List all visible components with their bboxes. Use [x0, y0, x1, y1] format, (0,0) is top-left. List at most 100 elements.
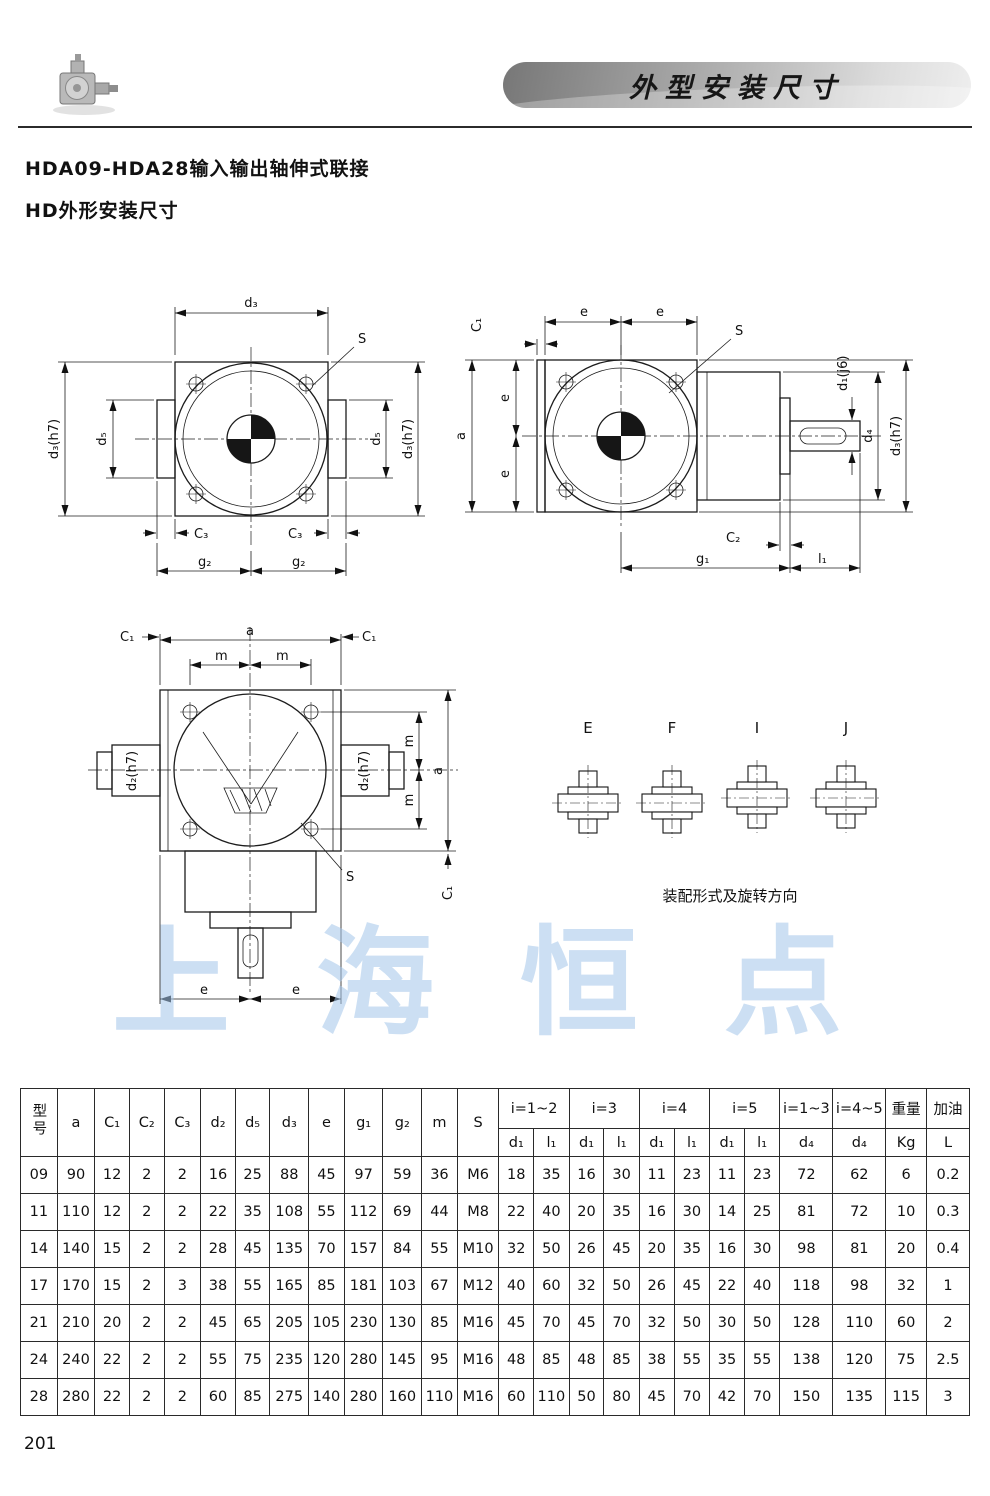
value-cell: 110	[533, 1378, 570, 1416]
sub-header: Kg	[885, 1128, 927, 1157]
doc-title-line2: HD外形安装尺寸	[25, 200, 179, 222]
value-cell: 85	[603, 1341, 640, 1379]
value-cell: 2	[128, 1341, 165, 1379]
value-cell: 98	[779, 1230, 834, 1268]
value-cell: 128	[779, 1304, 834, 1342]
value-cell: 2	[926, 1304, 970, 1342]
value-cell: 20	[638, 1230, 675, 1268]
value-cell: M12	[456, 1267, 500, 1305]
dim-label: C₃	[194, 527, 208, 542]
model-cell: 14	[20, 1230, 58, 1268]
value-cell: 75	[234, 1341, 271, 1379]
dim-label: d₂(h7)	[125, 751, 140, 791]
dim-label: C₂	[726, 531, 740, 546]
sub-header: d₁	[709, 1128, 745, 1157]
value-cell: 110	[56, 1193, 96, 1231]
value-cell: 12	[94, 1156, 130, 1194]
dim-label: C₃	[288, 527, 302, 542]
dim-label: S	[346, 870, 354, 885]
value-cell: 95	[421, 1341, 458, 1379]
value-cell: M16	[456, 1304, 500, 1342]
value-cell: 23	[673, 1156, 711, 1194]
col-header: C₂	[128, 1088, 165, 1157]
sub-header: l₁	[743, 1128, 781, 1157]
value-cell: 110	[421, 1378, 458, 1416]
value-cell: 110	[832, 1304, 887, 1342]
value-cell: 181	[343, 1267, 384, 1305]
value-cell: 20	[885, 1230, 927, 1268]
single-group-header: 重量	[885, 1088, 927, 1129]
col-header: C₃	[163, 1088, 202, 1157]
value-cell: 69	[382, 1193, 423, 1231]
model-cell: 21	[20, 1304, 58, 1342]
dim-label: C₁	[441, 886, 456, 900]
value-cell: 45	[308, 1156, 345, 1194]
value-cell: 85	[234, 1378, 271, 1416]
value-cell: 90	[56, 1156, 96, 1194]
col-header: d₅	[234, 1088, 271, 1157]
value-cell: 0.2	[926, 1156, 970, 1194]
value-cell: 2	[163, 1378, 202, 1416]
value-cell: 2	[163, 1341, 202, 1379]
dim-label: d₃(h7)	[47, 419, 62, 459]
value-cell: 118	[779, 1267, 834, 1305]
header-banner: 外型安装尺寸	[503, 62, 971, 108]
value-cell: 120	[308, 1341, 345, 1379]
dim-label: a	[454, 432, 469, 440]
dim-label: C₁	[120, 630, 134, 645]
value-cell: 280	[343, 1341, 384, 1379]
value-cell: 2	[128, 1378, 165, 1416]
value-cell: 80	[603, 1378, 640, 1416]
dim-label: C₁	[362, 630, 376, 645]
value-cell: 15	[94, 1267, 130, 1305]
assembly-label-f: F	[668, 719, 677, 737]
value-cell: M8	[456, 1193, 500, 1231]
value-cell: 48	[568, 1341, 605, 1379]
model-cell: 17	[20, 1267, 58, 1305]
value-cell: 50	[568, 1378, 605, 1416]
assembly-icon-j	[809, 759, 883, 834]
model-cell: 09	[20, 1156, 58, 1194]
value-cell: 60	[533, 1267, 570, 1305]
value-cell: 65	[234, 1304, 271, 1342]
value-cell: 135	[832, 1378, 887, 1416]
value-cell: 157	[343, 1230, 384, 1268]
value-cell: 40	[743, 1267, 781, 1305]
value-cell: 275	[269, 1378, 310, 1416]
technical-drawings: d₃ S d₃(h7) d₅ d₅	[47, 296, 913, 1004]
value-cell: 48	[498, 1341, 535, 1379]
value-cell: 60	[885, 1304, 927, 1342]
dim-label: e	[498, 394, 513, 402]
ratio-group-header: i=4	[638, 1088, 711, 1129]
dim-label: e	[656, 305, 664, 320]
value-cell: 38	[200, 1267, 236, 1305]
header-divider	[18, 126, 972, 128]
dim-label: d₁(j6)	[836, 356, 851, 392]
value-cell: 112	[343, 1193, 384, 1231]
value-cell: 16	[638, 1193, 675, 1231]
value-cell: 40	[533, 1193, 570, 1231]
value-cell: M16	[456, 1378, 500, 1416]
value-cell: 170	[56, 1267, 96, 1305]
value-cell: 23	[743, 1156, 781, 1194]
value-cell: 88	[269, 1156, 310, 1194]
model-cell: 11	[20, 1193, 58, 1231]
value-cell: 240	[56, 1341, 96, 1379]
value-cell: 11	[638, 1156, 675, 1194]
value-cell: 45	[568, 1304, 605, 1342]
value-cell: 26	[568, 1230, 605, 1268]
value-cell: 2	[163, 1230, 202, 1268]
value-cell: 16	[709, 1230, 745, 1268]
value-cell: 0.3	[926, 1193, 970, 1231]
value-cell: 32	[498, 1230, 535, 1268]
value-cell: 55	[200, 1341, 236, 1379]
value-cell: 97	[343, 1156, 384, 1194]
value-cell: 2	[128, 1193, 165, 1231]
value-cell: 160	[382, 1378, 423, 1416]
value-cell: 10	[885, 1193, 927, 1231]
value-cell: 85	[308, 1267, 345, 1305]
value-cell: 2	[128, 1156, 165, 1194]
